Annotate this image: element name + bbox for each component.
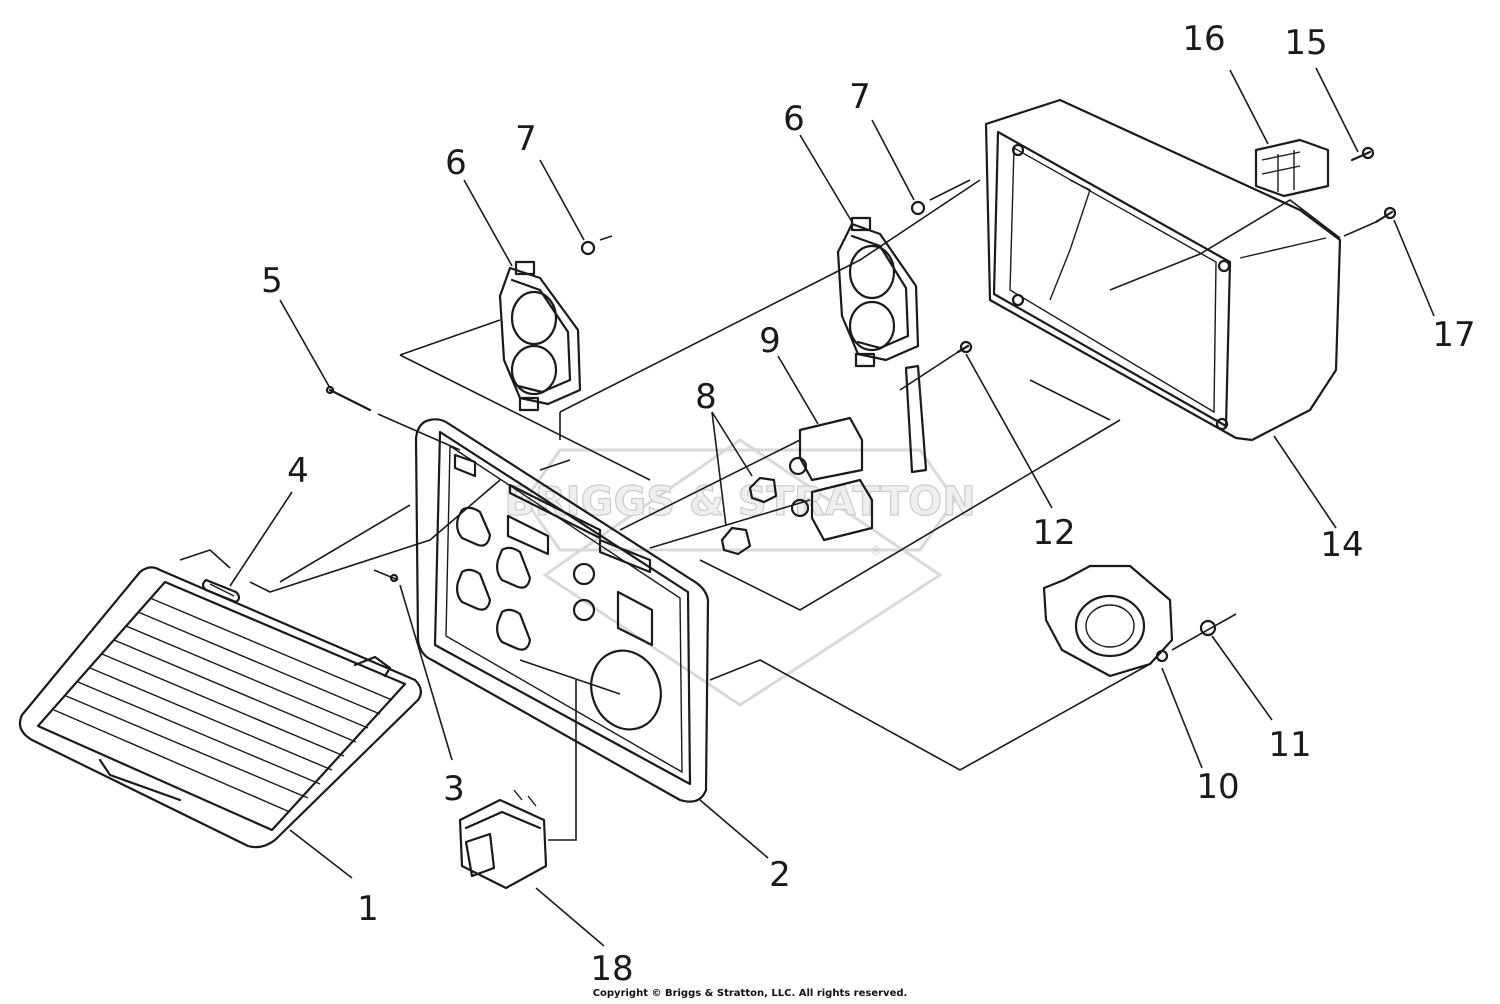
part-6-outlet-left: [498, 260, 582, 412]
callout-5: 5: [261, 261, 283, 301]
callout-17: 17: [1432, 315, 1475, 355]
part-14-housing: [984, 98, 1342, 442]
callout-3: 3: [443, 769, 465, 809]
watermark-mark: ®: [870, 544, 882, 558]
part-12-screw-bar: [904, 340, 973, 474]
callout-10: 10: [1196, 767, 1239, 807]
callout-6-right: 6: [783, 99, 805, 139]
part-7-nuts: [580, 200, 926, 256]
part-17-screw: [1374, 206, 1397, 224]
part-15-screw: [1350, 146, 1375, 162]
part-9-breakers: [788, 416, 874, 542]
part-4-hinge: [201, 578, 241, 604]
callout-labels: 1 2 3 4 5 6 7 6 7 8 9 10 11 12 14 15 16 …: [261, 19, 1475, 989]
copyright-notice: Copyright © Briggs & Stratton, LLC. All …: [592, 988, 908, 999]
leader-lines: [179, 179, 1377, 841]
callout-7-right: 7: [849, 77, 871, 117]
callout-15: 15: [1284, 23, 1327, 63]
part-5-screw: [325, 385, 372, 412]
part-10-receptacle: [1042, 564, 1174, 678]
callout-8: 8: [695, 377, 717, 417]
callout-9: 9: [759, 321, 781, 361]
watermark-text: BRIGGS & STRATTON: [504, 479, 975, 525]
part-6-outlet-right: [836, 216, 920, 368]
callout-11: 11: [1268, 725, 1311, 765]
callout-2: 2: [769, 855, 791, 895]
part-3-screw: [389, 573, 399, 583]
callout-7-left: 7: [515, 119, 537, 159]
callout-12: 12: [1032, 513, 1075, 553]
callout-pointers: [229, 67, 1435, 947]
watermark: BRIGGS & STRATTON ®: [504, 438, 976, 707]
part-2-control-panel: [414, 418, 710, 803]
callout-14: 14: [1320, 525, 1363, 565]
callout-18: 18: [590, 949, 633, 989]
part-1-cover: [18, 566, 422, 849]
part-11-nut: [1199, 619, 1217, 637]
part-18-rocker-switch: [458, 789, 548, 890]
part-16-terminal-block: [1254, 138, 1330, 198]
callout-4: 4: [287, 451, 309, 491]
callout-1: 1: [357, 889, 379, 929]
callout-6-left: 6: [445, 143, 467, 183]
callout-16: 16: [1182, 19, 1225, 59]
part-8-breaker-caps: [720, 476, 778, 556]
